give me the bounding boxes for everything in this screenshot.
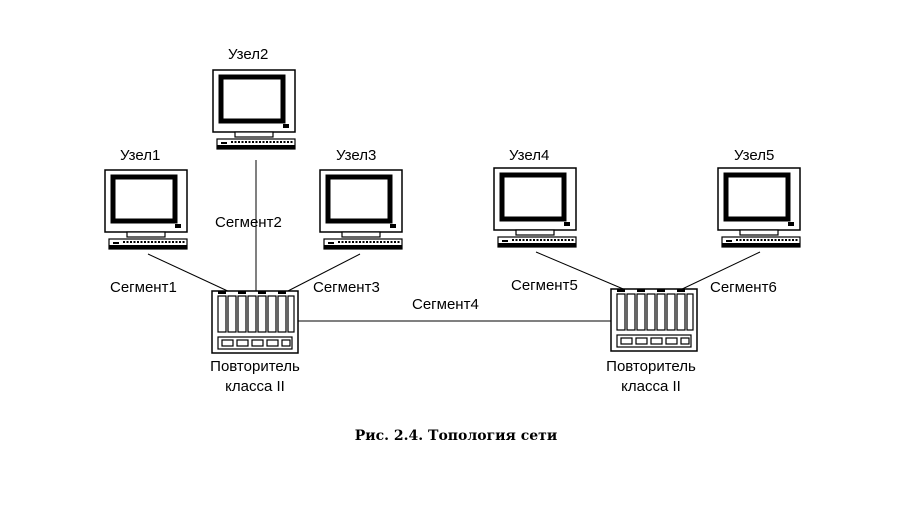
figure-caption: Рис. 2.4. Топология сети (354, 428, 558, 444)
repeater-2 (610, 288, 698, 352)
node2-label: Узел2 (228, 46, 268, 63)
repeater1-label-line1: Повторитель (210, 358, 300, 375)
computer-node5 (718, 168, 800, 247)
computer-node3 (320, 170, 402, 249)
node3-label: Узел3 (336, 147, 376, 164)
repeater1-label-line2: класса II (225, 378, 285, 395)
computer-node2 (213, 70, 295, 149)
link-segment6 (677, 251, 761, 292)
node1-label: Узел1 (120, 147, 160, 164)
segment1-label: Сегмент1 (110, 279, 177, 296)
computer-node1 (105, 170, 187, 249)
connection-lines (147, 160, 761, 322)
segment6-label: Сегмент6 (710, 279, 777, 296)
segment4-label: Сегмент4 (412, 296, 479, 313)
node5-label: Узел5 (734, 147, 774, 164)
node4-label: Узел4 (509, 147, 549, 164)
computer-node4 (494, 168, 576, 247)
repeater2-label-line2: класса II (621, 378, 681, 395)
repeater2-label-line1: Повторитель (606, 358, 696, 375)
link-segment1 (147, 253, 233, 294)
segment2-label: Сегмент2 (215, 214, 282, 231)
segment5-label: Сегмент5 (511, 277, 578, 294)
link-segment3 (283, 253, 361, 294)
segment3-label: Сегмент3 (313, 279, 380, 296)
link-segment5 (535, 251, 629, 292)
repeater-1 (211, 290, 299, 354)
